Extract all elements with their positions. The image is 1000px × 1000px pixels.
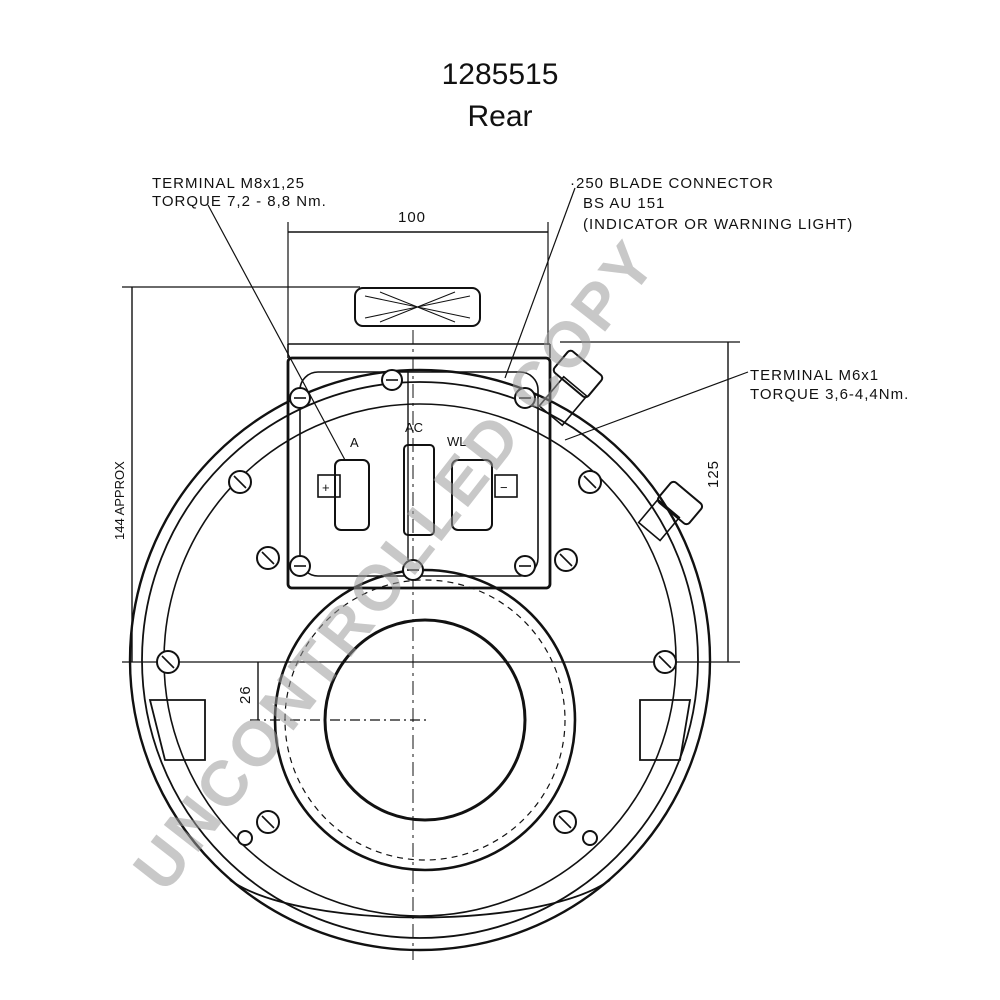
- terminal-ac-stud: [403, 444, 435, 536]
- terminal-small-label: TERMINAL M6x1: [750, 367, 879, 384]
- bottom-flange: [229, 879, 611, 919]
- small-terminal: [637, 480, 704, 542]
- terminal-a-stud: [334, 459, 370, 531]
- terminal-main-torque: TORQUE 7,2 - 8,8 Nm.: [152, 193, 327, 210]
- terminal-wl-stud: [451, 459, 493, 531]
- leader-terminal-main: [207, 204, 346, 461]
- housing-inner-ring: [141, 381, 699, 939]
- blade-connector: [538, 349, 604, 427]
- blade-standard-label: BS AU 151: [583, 195, 665, 212]
- blade-purpose-label: (INDICATOR OR WARNING LIGHT): [583, 216, 853, 233]
- leader-blade: [504, 187, 576, 379]
- capacitor-body: [354, 287, 481, 327]
- right-flange: [639, 699, 692, 761]
- outer-housing-circle: [128, 368, 712, 952]
- dimension-125: 125: [705, 460, 722, 488]
- dimension-26: 26: [237, 685, 254, 704]
- left-flange: [148, 699, 206, 761]
- blade-connector-label: ·250 BLADE CONNECTOR: [570, 175, 774, 192]
- terminal-small-torque: TORQUE 3,6-4,4Nm.: [750, 386, 909, 403]
- leader-terminal-small: [564, 371, 749, 441]
- minus-sign: −: [500, 480, 508, 495]
- part-number-title: 1285515: [441, 58, 559, 91]
- dimension-144: 144 APPROX: [112, 461, 127, 540]
- plus-sign: +: [322, 480, 330, 495]
- terminal-a-label: A: [350, 435, 359, 450]
- terminal-box: [286, 356, 552, 590]
- terminal-wl-label: WL: [447, 434, 467, 449]
- dimension-100: 100: [398, 209, 426, 226]
- terminal-main-label: TERMINAL M8x1,25: [152, 175, 305, 192]
- rear-boss-ring: [284, 579, 566, 861]
- terminal-ac-label: AC: [405, 420, 423, 435]
- view-title: Rear: [467, 100, 533, 133]
- watermark-uncontrolled-copy: UNCONTROLLED COPY: [119, 226, 671, 904]
